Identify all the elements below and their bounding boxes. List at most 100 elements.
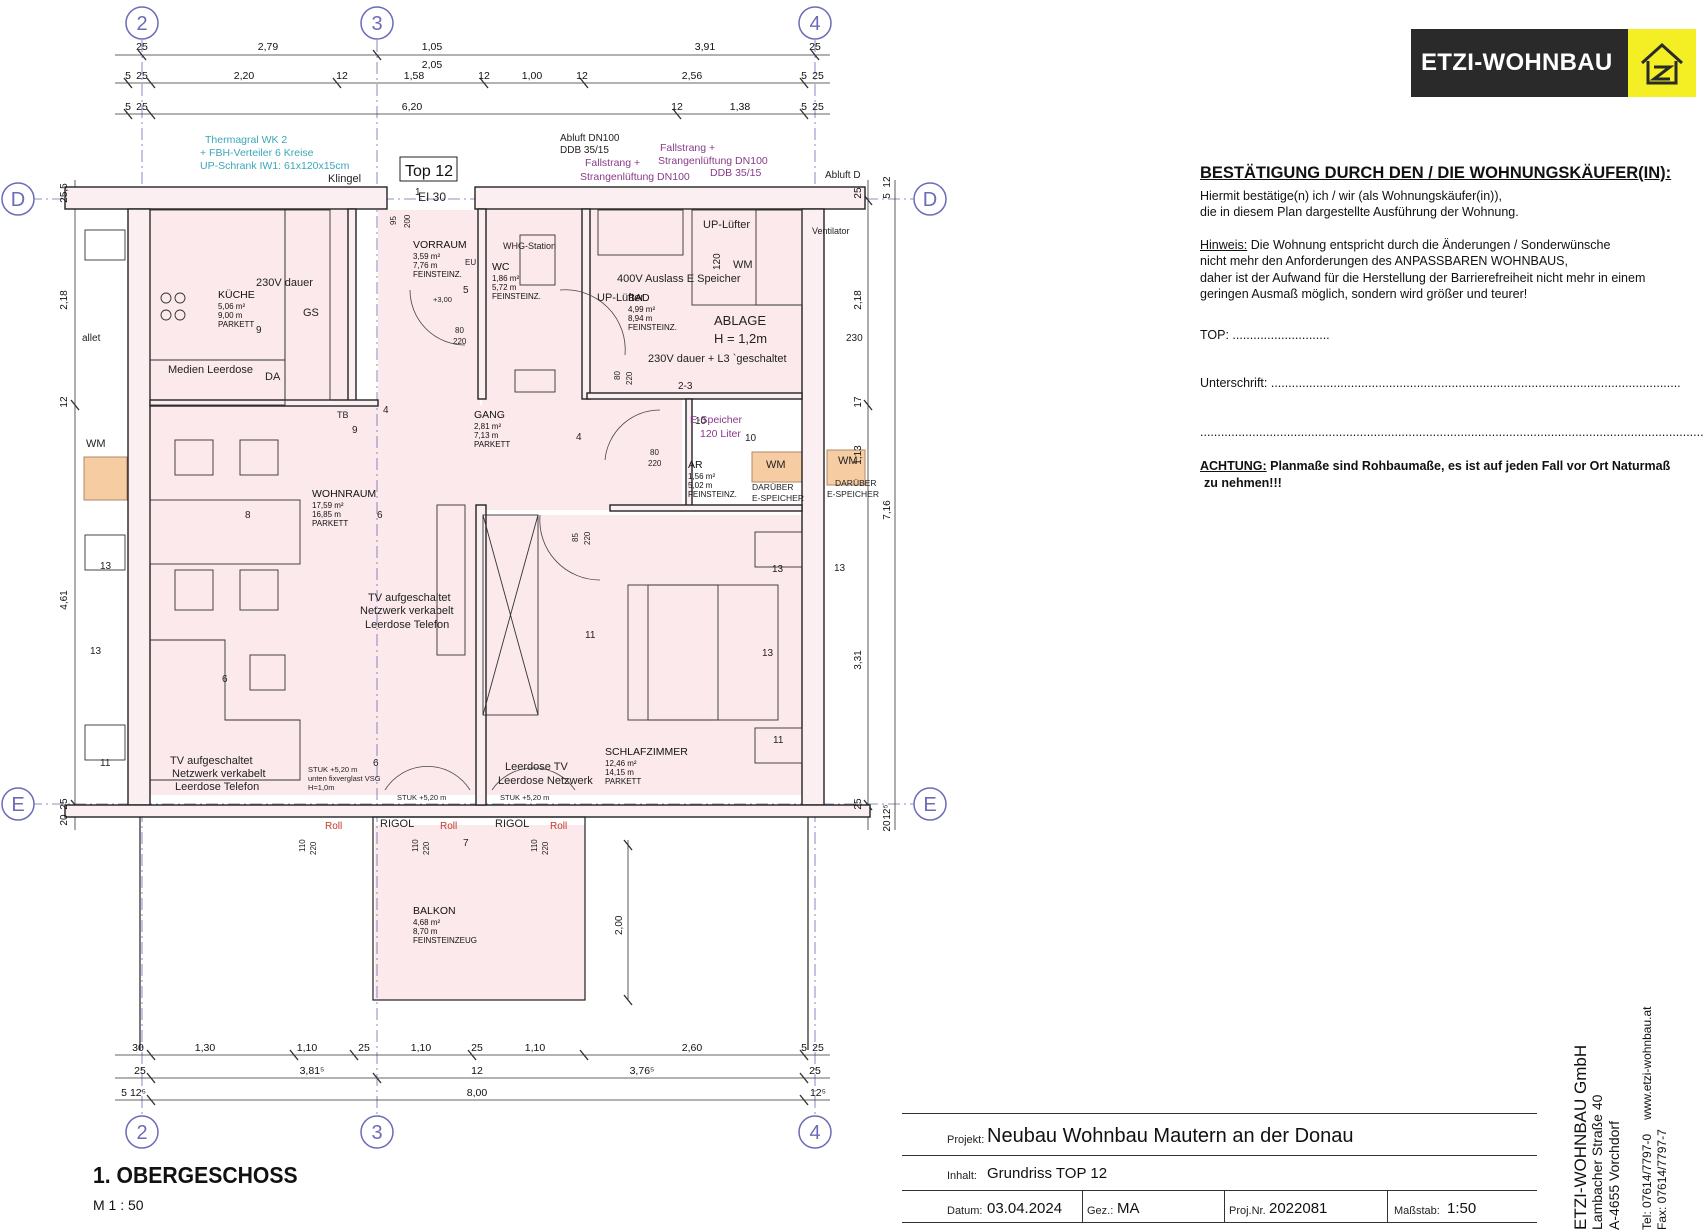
inhalt-value: Grundriss TOP 12	[987, 1165, 1108, 1182]
win-110-c: 110	[530, 839, 539, 852]
ablage-label: ABLAGE	[714, 313, 766, 328]
floor-scale: M 1 : 50	[93, 1197, 144, 1213]
title-block-separator	[1224, 1190, 1225, 1222]
tv-3: Leerdose Telefon	[365, 619, 449, 631]
axis-4-top: 4	[809, 13, 820, 35]
title-block-separator	[1082, 1190, 1083, 1222]
room-area: 1,56 m²	[688, 472, 715, 481]
achtung-line-2: zu nehmen!!!	[1204, 475, 1282, 490]
num-7: 7	[463, 838, 469, 849]
top-field[interactable]: TOP: ............................	[1200, 327, 1330, 342]
up-lufter-2-label: UP-Lüfter	[597, 292, 644, 304]
title-block-line	[902, 1155, 1537, 1156]
num-11-c: 11	[585, 630, 596, 641]
da-label: DA	[265, 371, 281, 383]
medien-label: Medien Leerdose	[168, 364, 253, 376]
dim-bot-r1-4: 1,10	[411, 1042, 432, 1054]
dim-top-r2-2: 2,20	[234, 70, 255, 82]
room-floor: PARKETT	[474, 440, 510, 449]
roll-1: Roll	[325, 821, 342, 832]
projnr-label: Proj.Nr.	[1229, 1205, 1266, 1217]
room-area: 3,59 m²	[413, 252, 440, 261]
room-name: WOHNRAUM	[312, 488, 376, 500]
dim-bot-r2-2: 12	[471, 1065, 483, 1077]
company-tel: Tel: 07614/7797-0	[1640, 1133, 1654, 1230]
room-floor: FEINSTEINZ.	[413, 270, 462, 279]
room-name: GANG	[474, 409, 505, 421]
room-bad: BAD 4,99 m² 8,94 m FEINSTEINZ.	[628, 292, 677, 332]
room-perimeter: 8,70 m	[413, 927, 438, 936]
dim-top-r3-6: 25	[812, 101, 824, 113]
dim-top-r3-2: 6,20	[402, 101, 423, 113]
dim-bot-r2-0: 25	[134, 1065, 146, 1077]
walls	[64, 186, 871, 818]
ei30-label: EI 30	[418, 190, 446, 204]
whg-label: WHG-Station	[503, 241, 556, 251]
room-wohnraum: WOHNRAUM 17,59 m² 16,85 m PARKETT	[312, 488, 376, 528]
confirmation-heading: BESTÄTIGUNG DURCH DEN / DIE WOHNUNGSKÄUF…	[1200, 164, 1672, 182]
dim-left-0: 25,5	[59, 183, 70, 203]
axis-e-left: E	[11, 794, 24, 816]
room-area: 1,86 m²	[492, 274, 519, 283]
dim-top-r2-9: 5	[801, 70, 807, 82]
balcony-outline	[139, 816, 809, 1050]
room-perimeter: 5,72 m	[492, 283, 517, 292]
confirmation-line-2: die in diesem Plan dargestellte Ausführu…	[1200, 205, 1519, 219]
datum-value: 03.04.2024	[987, 1200, 1063, 1217]
dimension-text: 25 2,79 1,05 3,91 25 2,05 5 25 2,20 12 1…	[121, 41, 826, 1099]
title-block: Projekt: Neubau Wohnbau Mautern an der D…	[902, 1113, 1537, 1223]
inhalt-label: Inhalt:	[947, 1170, 977, 1182]
room-area: 5,06 m²	[218, 302, 245, 311]
room-floor: FEINSTEINZ.	[492, 292, 541, 301]
partial-label-left: allet	[82, 333, 101, 344]
dimension-lines	[74, 54, 896, 1101]
achtung-label: ACHTUNG:	[1200, 459, 1267, 473]
tv-6: Leerdose Telefon	[175, 781, 259, 793]
thermo-line-3: UP-Schrank IW1: 61x120x15cm	[200, 160, 350, 172]
num-6-b: 6	[377, 510, 383, 521]
num-9-b: 9	[352, 425, 358, 436]
tv-5: Netzwerk verkabelt	[172, 768, 266, 780]
door-220-a: 220	[453, 337, 467, 346]
v230-a: 230V dauer	[256, 277, 313, 289]
company-fax: Fax: 07614/7797-7	[1655, 1129, 1669, 1230]
dim-bot-r2-1: 3,81⁵	[300, 1065, 325, 1077]
dim-top-r1-1: 2,79	[258, 41, 279, 53]
dim-left-5: 25	[59, 798, 70, 810]
achtung-line-1: ACHTUNG: Planmaße sind Rohbaumaße, es is…	[1200, 458, 1680, 475]
room-area: 4,99 m²	[628, 305, 655, 314]
logo-text: ETZI-WOHNBAU	[1421, 49, 1613, 76]
stuk-1b: unten fixverglast VSG	[308, 774, 381, 783]
axis-markers: 2 3 4 2 3 4 D D E E	[1, 6, 947, 1149]
dim-95: 95	[389, 216, 398, 225]
num-10-b: 10	[745, 433, 757, 444]
furniture	[84, 209, 803, 781]
hint-label: Hinweis:	[1200, 237, 1248, 252]
datum-label: Datum:	[947, 1205, 983, 1217]
partial-label-right: 230	[846, 333, 863, 344]
roll-3: Roll	[550, 821, 567, 832]
signature-field[interactable]: Unterschrift: ..........................…	[1200, 376, 1681, 390]
room-name: WC	[492, 261, 510, 273]
room-name: KÜCHE	[218, 289, 255, 301]
dim-bot-r1-2: 1,10	[297, 1042, 318, 1054]
num-6-c: 6	[373, 758, 379, 769]
company-contact: Tel: 07614/7797-0 www.etzi-wohnbau.at Fax…	[1640, 1000, 1670, 1230]
wm-highlights	[83, 449, 866, 501]
abluft-1: Abluft DN100	[560, 133, 620, 144]
room-area: 12,46 m²	[605, 759, 637, 768]
achtung-text-1: Planmaße sind Rohbaumaße, es ist auf jed…	[1266, 459, 1671, 473]
door-85: 85	[571, 533, 580, 542]
floor-title: 1. OBERGESCHOSS	[93, 1162, 298, 1188]
e400-label: 400V Auslass E Speicher	[617, 273, 741, 285]
company-web[interactable]: www.etzi-wohnbau.at	[1640, 1006, 1654, 1120]
axis-3-bottom: 3	[371, 1122, 382, 1144]
dim-left-4: 20	[59, 814, 70, 826]
dim-bot-r3-2: 8,00	[467, 1087, 488, 1099]
ddb-2: DDB 35/15	[710, 167, 762, 179]
projekt-label: Projekt:	[947, 1134, 985, 1146]
dim-top-r1-4: 25	[809, 41, 821, 53]
win-220-c: 220	[541, 841, 550, 855]
dim-2-00: 2,00	[614, 915, 625, 935]
darueber-3: DARÜBER	[835, 478, 877, 488]
